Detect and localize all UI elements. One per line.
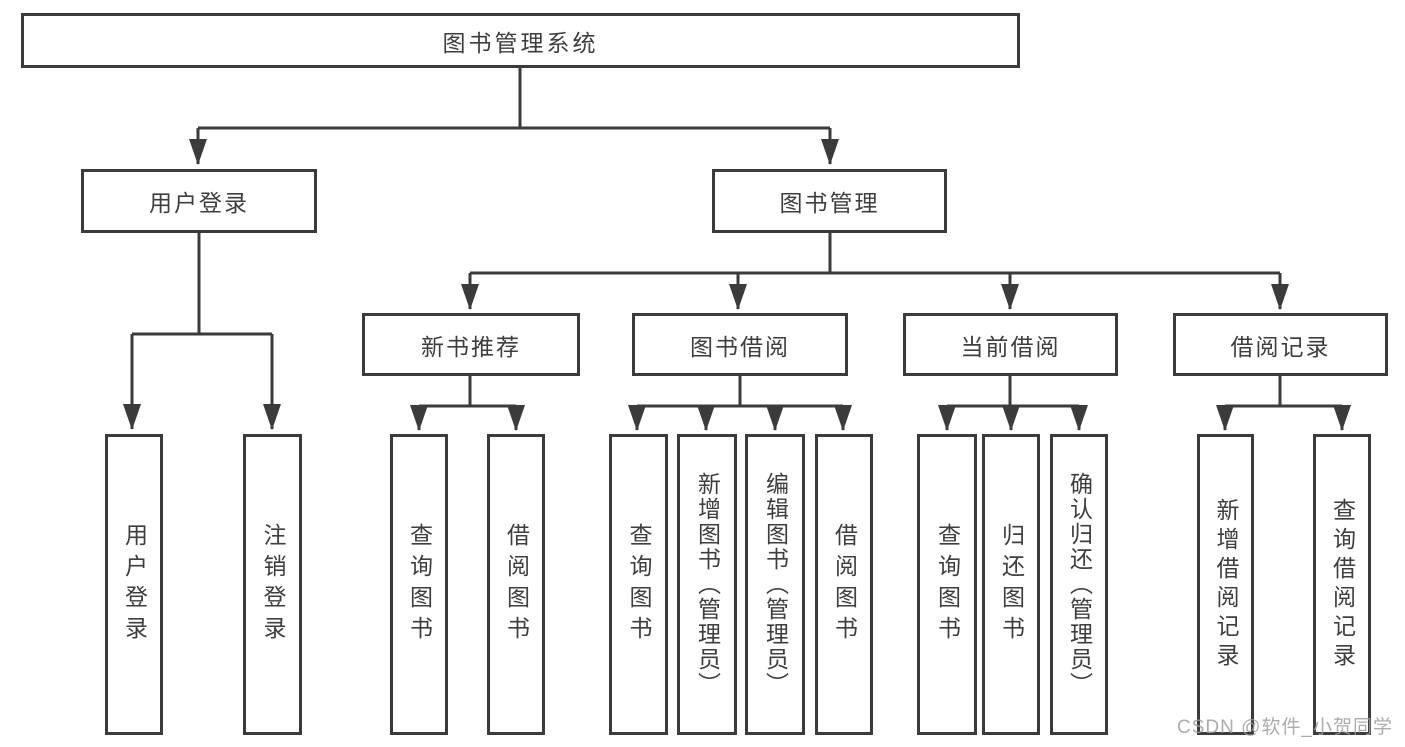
leaf-query-borrow-record-label: 查询借阅记录 <box>1329 497 1356 672</box>
leaf-add-borrow-record-label: 新增借阅记录 <box>1213 497 1239 672</box>
leaf-user-login-label: 用户登录 <box>121 522 148 647</box>
leaf-edit-book-admin: 编辑图书（管理员） <box>745 434 805 735</box>
csdn-watermark: CSDN @软件_小贺同学 <box>1177 717 1393 738</box>
leaf-confirm-return-admin-label: 确认归还（管理员） <box>1066 472 1093 697</box>
node-new-book-recommend: 新书推荐 <box>362 313 580 376</box>
node-root: 图书管理系统 <box>21 13 1020 68</box>
leaf-query-book-current-label: 查询图书 <box>934 522 961 647</box>
node-book-management-label: 图书管理 <box>779 190 880 216</box>
leaf-query-book-borrow-label: 查询图书 <box>626 522 652 647</box>
node-book-management: 图书管理 <box>712 169 947 233</box>
leaf-borrow-book-recommend-label: 借阅图书 <box>503 522 530 647</box>
leaf-borrow-book: 借阅图书 <box>815 434 873 735</box>
leaf-add-borrow-record: 新增借阅记录 <box>1197 434 1254 735</box>
node-current-borrow-label: 当前借阅 <box>960 333 1061 360</box>
node-user-login-label: 用户登录 <box>149 190 249 216</box>
node-borrow-records-label: 借阅记录 <box>1230 333 1331 360</box>
leaf-query-book-recommend: 查询图书 <box>390 434 448 735</box>
leaf-confirm-return-admin: 确认归还（管理员） <box>1050 434 1108 735</box>
leaf-logout: 注销登录 <box>243 434 302 735</box>
leaf-borrow-book-label: 借阅图书 <box>831 522 858 647</box>
node-current-borrow: 当前借阅 <box>903 313 1118 376</box>
leaf-user-login: 用户登录 <box>105 434 163 735</box>
leaf-query-book-recommend-label: 查询图书 <box>406 522 433 647</box>
leaf-query-book-borrow: 查询图书 <box>609 434 668 735</box>
node-book-borrow-label: 图书借阅 <box>690 333 790 360</box>
leaf-query-borrow-record: 查询借阅记录 <box>1313 434 1371 735</box>
node-user-login: 用户登录 <box>81 169 317 233</box>
node-root-label: 图书管理系统 <box>442 29 599 56</box>
leaf-query-book-current: 查询图书 <box>917 434 977 735</box>
leaf-return-book: 归还图书 <box>982 434 1040 735</box>
leaf-add-book-admin-label: 新增图书（管理员） <box>694 472 721 697</box>
node-borrow-records: 借阅记录 <box>1173 313 1388 376</box>
node-book-borrow: 图书借阅 <box>632 313 848 376</box>
leaf-edit-book-admin-label: 编辑图书（管理员） <box>762 472 789 697</box>
node-new-book-recommend-label: 新书推荐 <box>421 333 521 360</box>
leaf-add-book-admin: 新增图书（管理员） <box>677 434 737 735</box>
leaf-return-book-label: 归还图书 <box>998 522 1025 647</box>
leaf-logout-label: 注销登录 <box>260 522 286 647</box>
leaf-borrow-book-recommend: 借阅图书 <box>487 434 545 735</box>
